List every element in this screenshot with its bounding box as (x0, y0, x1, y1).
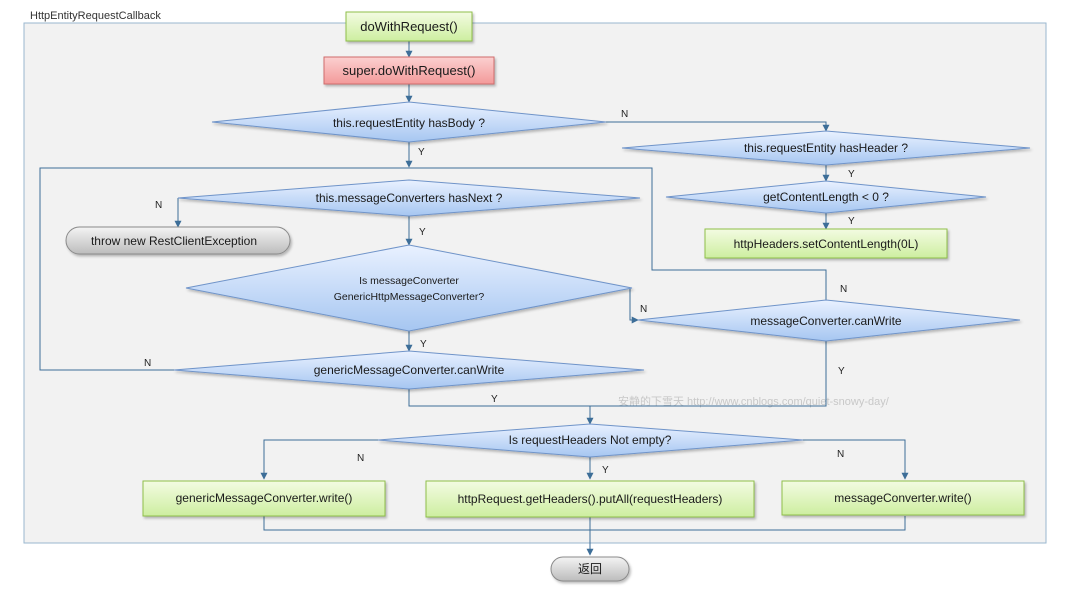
label-converter-write: messageConverter.write() (834, 491, 971, 505)
edge-label-headers-right-no: N (837, 449, 844, 460)
label-generic-can-write: genericMessageConverter.canWrite (314, 363, 505, 377)
edge-label-converter-can-write-yes: Y (838, 366, 845, 377)
decision-is-generic (185, 244, 633, 332)
label-has-header: this.requestEntity hasHeader ? (744, 141, 908, 155)
edge-generic-write-to-return (263, 516, 590, 531)
label-super-do-with-request: super.doWithRequest() (343, 63, 476, 78)
edge-label-has-header-yes: Y (848, 169, 855, 180)
watermark: 安静的下雪天 http://www.cnblogs.com/quiet-snow… (618, 394, 890, 408)
label-do-with-request: doWithRequest() (360, 19, 458, 34)
node-put-all-headers (425, 480, 755, 518)
edge-label-is-generic-yes: Y (420, 339, 427, 350)
decision-headers-not-empty (377, 423, 804, 458)
edge-hasbody-no (606, 121, 830, 132)
decision-converter-can-write (637, 299, 1021, 342)
node-throw-exception (65, 226, 291, 255)
label-converter-can-write: messageConverter.canWrite (750, 314, 902, 328)
label-generic-write: genericMessageConverter.write() (176, 491, 353, 505)
edge-label-is-generic-no: N (640, 304, 647, 315)
label-throw-exception: throw new RestClientException (91, 234, 257, 248)
edge-label-generic-can-write-yes: Y (491, 394, 498, 405)
label-is-generic-line1: Is messageConverter (359, 275, 459, 287)
frame-title: HttpEntityRequestCallback (30, 10, 161, 22)
node-return (550, 556, 630, 582)
label-headers-not-empty: Is requestHeaders Not empty? (509, 433, 672, 447)
edge-label-has-body-yes: Y (418, 147, 425, 158)
edge-canwrite-yes (590, 341, 827, 407)
node-super-do-with-request (323, 56, 495, 85)
edge-headers-no-left (260, 439, 378, 480)
label-has-body: this.requestEntity hasBody ? (333, 116, 485, 130)
edge-label-headers-left-no: N (357, 453, 364, 464)
label-set-content-length: httpHeaders.setContentLength(0L) (734, 237, 919, 251)
label-has-next: this.messageConverters hasNext ? (316, 191, 503, 205)
edge-label-generic-can-write-no: N (144, 358, 151, 369)
edge-generic-canwrite-no (39, 167, 409, 371)
edge-converter-write-to-return (590, 516, 906, 531)
node-do-with-request (345, 11, 473, 42)
edge-isgeneric-no (629, 288, 639, 324)
edge-label-content-length-yes: Y (848, 216, 855, 227)
decision-has-next (177, 179, 641, 217)
edge-label-headers-mid-yes: Y (602, 465, 609, 476)
label-is-generic-line2: GenericHttpMessageConverter? (334, 291, 485, 303)
decision-has-body (211, 101, 607, 143)
decision-generic-can-write (173, 350, 645, 390)
node-set-content-length (704, 228, 948, 259)
edge-generic-canwrite-yes (408, 389, 590, 407)
label-put-all-headers: httpRequest.getHeaders().putAll(requestH… (458, 492, 723, 506)
edge-canwrite-no (409, 167, 827, 300)
node-converter-write (781, 480, 1025, 516)
edge-label-has-body-no: N (621, 109, 628, 120)
edge-label-converter-can-write-no: N (840, 284, 847, 295)
label-return: 返回 (578, 562, 602, 576)
decision-content-length (665, 180, 987, 214)
edge-label-has-next-yes: Y (419, 227, 426, 238)
edge-label-has-next-no: N (155, 200, 162, 211)
node-generic-write (142, 480, 386, 517)
edges (39, 41, 909, 556)
decision-has-header (621, 130, 1031, 166)
label-content-length: getContentLength < 0 ? (763, 190, 889, 204)
edge-headers-no-right (803, 439, 909, 480)
